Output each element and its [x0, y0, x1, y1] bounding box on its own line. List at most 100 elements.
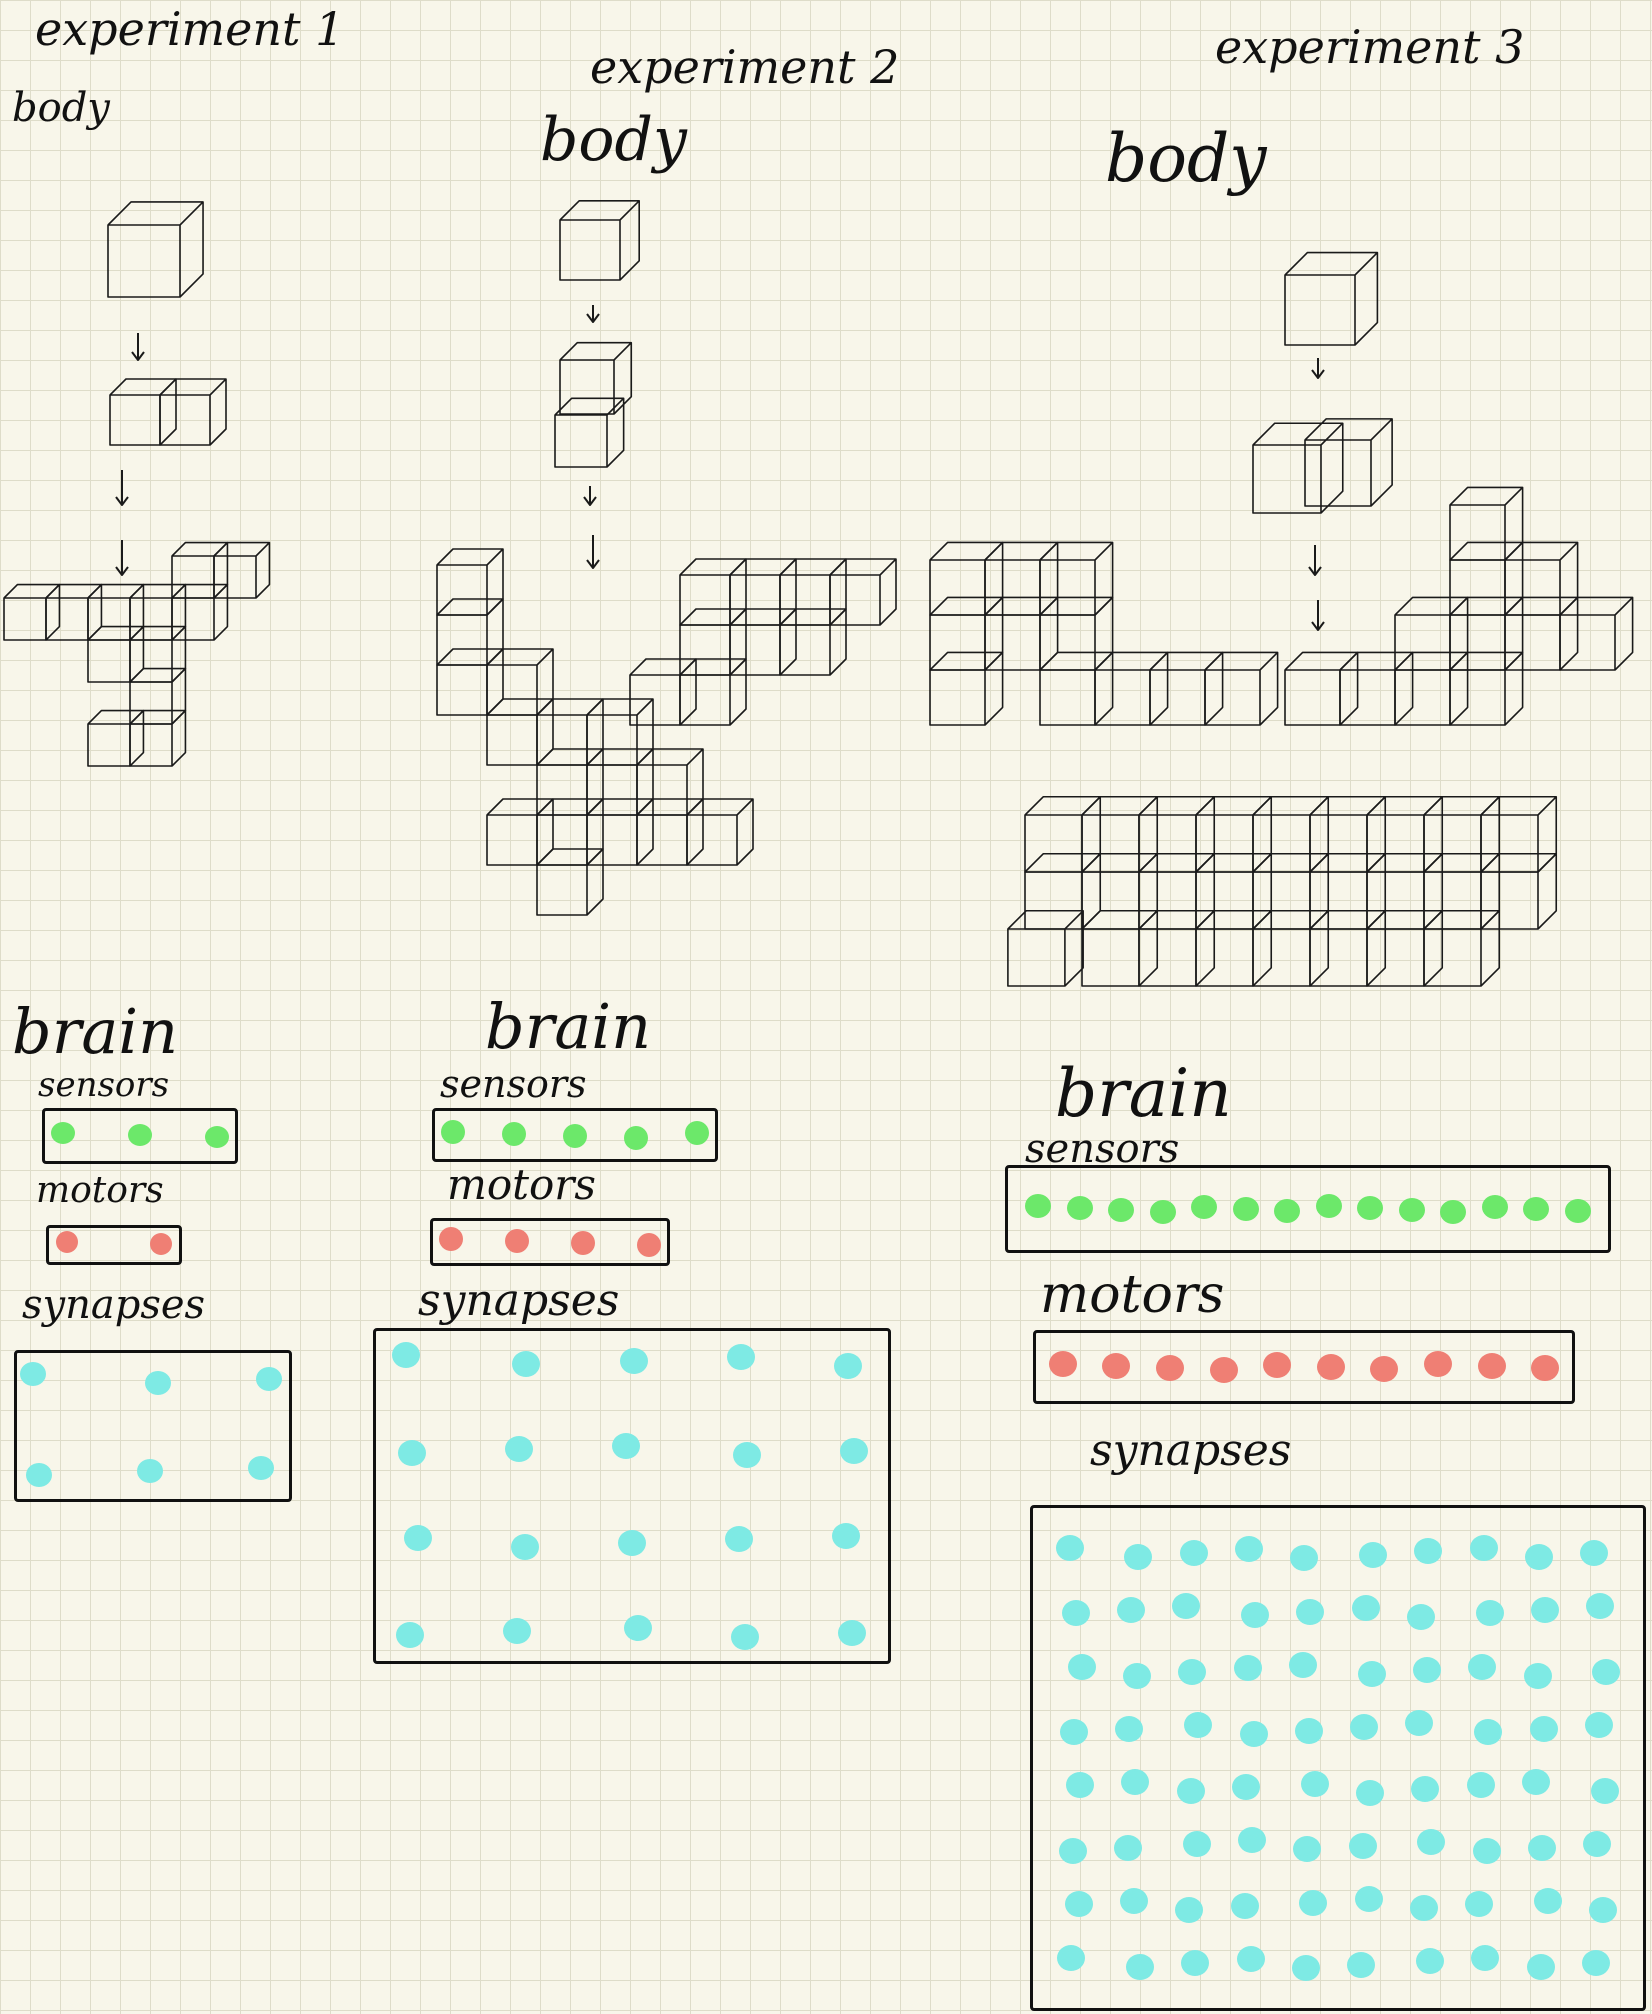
experiment-3-title: experiment 3	[1215, 20, 1525, 74]
body-cube	[779, 608, 847, 676]
motor-dot	[1156, 1355, 1184, 1381]
experiment-3-motors-label: motors	[1040, 1265, 1225, 1325]
experiment-1-brain-label: brain	[12, 995, 179, 1068]
down-arrow-icon	[131, 333, 145, 361]
body-cube	[554, 397, 625, 468]
sensor-dot	[1357, 1196, 1384, 1220]
synapse-dot	[1525, 1543, 1553, 1570]
experiment-2-synapses-label: synapses	[418, 1275, 620, 1326]
motor-dot	[1102, 1353, 1131, 1379]
synapse-dot	[1121, 1768, 1150, 1795]
experiment-2-body-label: body	[540, 105, 687, 175]
synapse-dot	[396, 1621, 425, 1648]
synapse-dot	[1116, 1596, 1145, 1623]
synapse-dot	[1472, 1838, 1501, 1865]
synapse-dot	[1230, 1893, 1259, 1920]
synapse-dot	[1290, 1545, 1319, 1572]
synapse-dot	[1067, 1653, 1096, 1680]
synapse-dot	[1232, 1774, 1261, 1801]
synapse-dot	[1347, 1951, 1376, 1978]
synapse-dot	[1590, 1777, 1619, 1804]
sensor-dot	[1108, 1198, 1135, 1222]
down-arrow-icon	[1311, 600, 1325, 631]
synapse-dot	[731, 1623, 760, 1650]
synapse-dot	[1468, 1653, 1497, 1680]
synapse-dot	[1299, 1889, 1328, 1916]
synapse-dot	[397, 1439, 426, 1466]
synapse-dot	[1125, 1953, 1154, 1980]
motor-dot	[1531, 1355, 1560, 1381]
sensor-dot	[205, 1126, 229, 1148]
synapse-dot	[619, 1347, 648, 1374]
synapse-dot	[1409, 1895, 1438, 1922]
experiment-2-synapses-box	[373, 1328, 891, 1664]
body-cube	[559, 341, 633, 415]
sensor-dot	[1481, 1195, 1508, 1219]
synapse-dot	[1181, 1950, 1210, 1976]
experiment-2-brain-label: brain	[485, 990, 652, 1063]
synapse-dot	[1405, 1710, 1434, 1737]
sensor-dot	[1025, 1194, 1051, 1218]
synapse-dot	[1066, 1772, 1095, 1799]
synapse-dot	[1357, 1660, 1386, 1687]
synapse-dot	[1294, 1717, 1323, 1744]
synapse-dot	[1581, 1950, 1610, 1976]
experiment-1-body-label: body	[12, 85, 110, 131]
synapse-dot	[1526, 1953, 1555, 1980]
sensor-dot	[502, 1122, 526, 1146]
body-cube	[679, 658, 747, 726]
body-cube	[1204, 651, 1279, 726]
body-cube	[559, 200, 640, 281]
synapse-dot	[624, 1614, 652, 1641]
synapse-dot	[1119, 1887, 1148, 1914]
motor-dot	[439, 1227, 463, 1251]
synapse-dot	[1291, 1955, 1320, 1982]
synapse-dot	[1293, 1836, 1322, 1863]
synapse-dot	[1288, 1651, 1317, 1678]
synapse-dot	[144, 1370, 171, 1395]
synapse-dot	[510, 1533, 539, 1560]
synapse-dot	[512, 1351, 541, 1378]
motor-dot	[637, 1233, 661, 1257]
down-arrow-icon	[1308, 545, 1322, 576]
synapse-dot	[1178, 1658, 1207, 1685]
motor-dot	[1370, 1356, 1399, 1382]
synapse-dot	[403, 1524, 432, 1551]
synapse-dot	[1580, 1540, 1609, 1566]
body-cube	[87, 709, 145, 767]
synapse-dot	[1465, 1891, 1494, 1918]
synapse-dot	[1184, 1712, 1213, 1739]
synapse-dot	[1414, 1538, 1443, 1565]
synapse-dot	[1179, 1540, 1208, 1566]
experiment-1-motors-label: motors	[36, 1170, 164, 1211]
sensor-dot	[1149, 1200, 1176, 1224]
synapse-dot	[1592, 1658, 1621, 1685]
experiment-1-sensors-box	[42, 1108, 238, 1164]
down-arrow-icon	[586, 305, 600, 323]
synapse-dot	[1182, 1831, 1211, 1858]
synapse-dot	[1058, 1838, 1087, 1865]
synapse-dot	[1176, 1777, 1205, 1804]
synapse-dot	[1061, 1600, 1090, 1627]
synapse-dot	[1522, 1768, 1550, 1795]
synapse-dot	[1531, 1596, 1559, 1623]
sensor-dot	[1066, 1196, 1093, 1220]
down-arrow-icon	[586, 535, 600, 569]
synapse-dot	[1064, 1891, 1093, 1918]
synapse-dot	[1296, 1598, 1325, 1625]
synapse-dot	[1300, 1770, 1329, 1797]
synapse-dot	[1122, 1662, 1151, 1689]
sensor-dot	[624, 1126, 648, 1150]
synapse-dot	[612, 1432, 640, 1459]
synapse-dot	[1238, 1827, 1267, 1854]
synapse-dot	[1175, 1896, 1204, 1923]
synapse-dot	[1529, 1715, 1558, 1742]
synapse-dot	[1055, 1534, 1084, 1561]
motor-dot	[1424, 1351, 1452, 1377]
synapse-dot	[1412, 1657, 1441, 1684]
synapse-dot	[832, 1522, 861, 1549]
experiment-1-sensors-label: sensors	[38, 1065, 170, 1105]
experiment-2-motors-label: motors	[447, 1160, 596, 1209]
experiment-3-synapses-box	[1030, 1505, 1646, 2011]
